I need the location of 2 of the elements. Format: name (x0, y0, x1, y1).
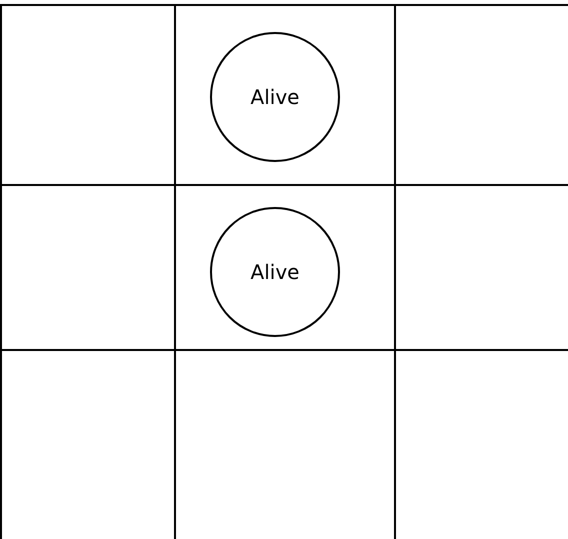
state-label: Alive (250, 260, 300, 284)
state-label: Alive (250, 85, 300, 109)
